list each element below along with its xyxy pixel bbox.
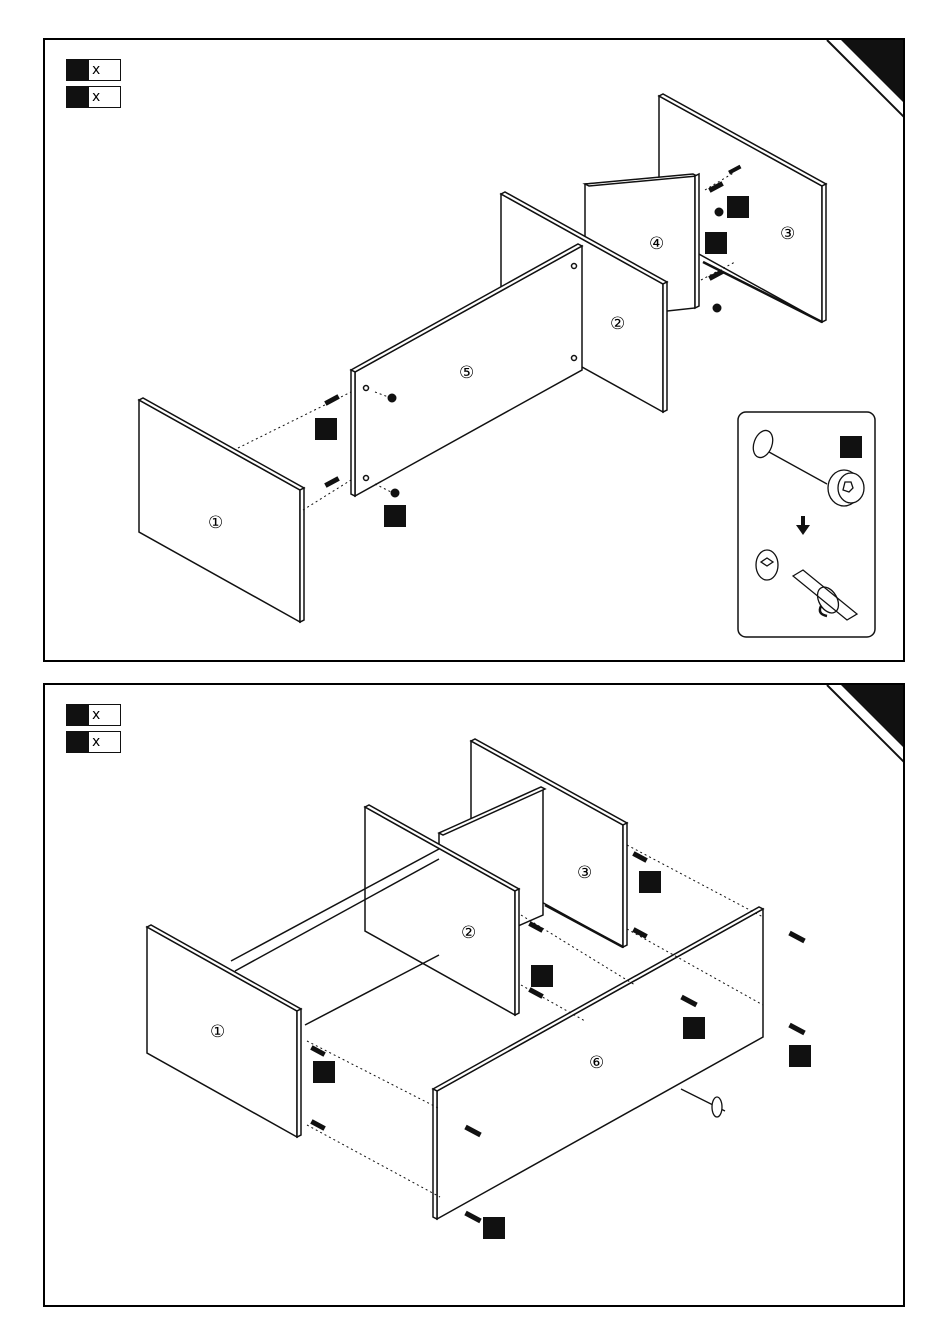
- assembly-drawing-step-1: ③ ④ ② ⑤ ①: [45, 40, 905, 662]
- panel-label-2: ②: [610, 314, 625, 334]
- panel-label-5: ⑤: [459, 363, 474, 383]
- panel-label-3: ③: [577, 863, 592, 883]
- panel-label-6: ⑥: [589, 1053, 604, 1073]
- panel-label-2: ②: [461, 923, 476, 943]
- panel-label-3: ③: [780, 224, 795, 244]
- assembly-drawing-step-2: ③ ② ① ⑥: [45, 685, 905, 1307]
- step-corner-flag-icon: [827, 40, 905, 120]
- step-corner-flag-icon: [827, 685, 905, 765]
- panel-1: [139, 398, 304, 622]
- cam-lock-icon: [681, 1089, 725, 1117]
- panel-label-1: ①: [210, 1022, 225, 1042]
- cam-lock-detail-inset: [738, 412, 875, 637]
- step-panel-2: x x ③ ②: [43, 683, 905, 1307]
- panel-label-4: ④: [649, 234, 664, 254]
- cam-lock-icon: [756, 550, 778, 580]
- step-panel-1: x x ③ ④ ②: [43, 38, 905, 662]
- panel-label-1: ①: [208, 513, 223, 533]
- cam-lock-icon: [828, 470, 864, 506]
